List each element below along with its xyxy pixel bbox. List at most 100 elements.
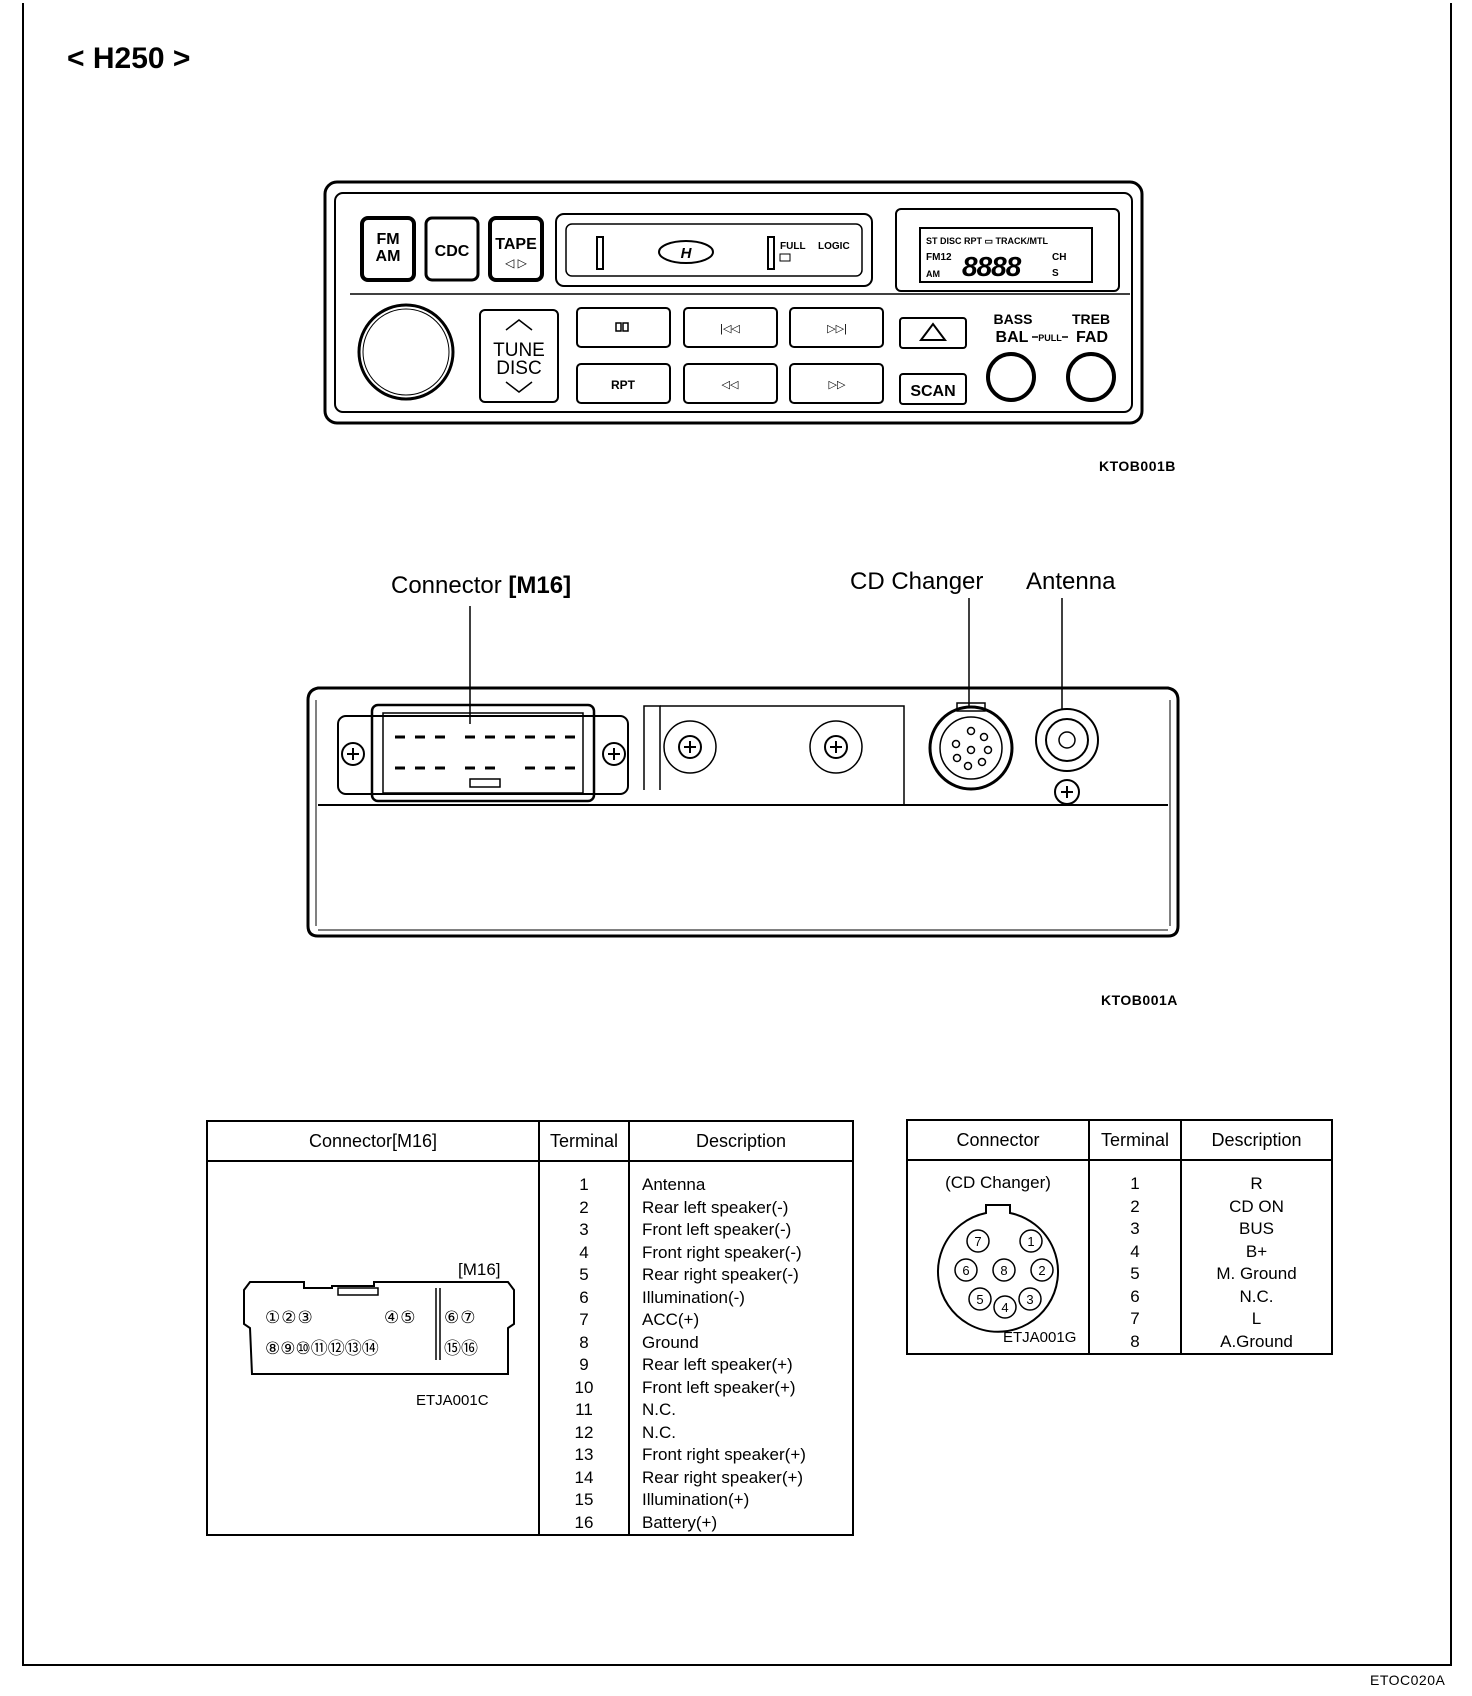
m16-terminal-description: Front left speaker(+): [642, 1377, 796, 1397]
tune-down-icon: [505, 381, 533, 393]
front-figure-code: KTOB001B: [1099, 458, 1176, 474]
treb-label: TREB: [1072, 311, 1110, 327]
m16-terminal-description: Front right speaker(-): [642, 1242, 802, 1262]
cd-col-description: Description: [1180, 1119, 1333, 1161]
cd-terminal-number: 1: [1130, 1174, 1140, 1193]
antenna-jack: [1035, 708, 1099, 772]
lcd-screen: [919, 227, 1093, 283]
tape-label: TAPE: [495, 236, 537, 253]
ground-screw-icon: [1054, 779, 1080, 805]
cd-terminal-description: M. Ground: [1216, 1264, 1297, 1283]
cd-terminal-description: CD ON: [1229, 1196, 1284, 1216]
m16-terminal-number: 2: [579, 1197, 589, 1217]
fast-forward-button: [789, 363, 884, 404]
m16-pins-1-3: ①②③: [265, 1308, 314, 1327]
prev-track-button: [683, 307, 778, 348]
m16-pins-4-5: ④⑤: [384, 1308, 417, 1327]
rewind-button: [683, 363, 778, 404]
cd-terminal-number: 5: [1130, 1264, 1140, 1283]
logic-label: LOGIC: [818, 241, 850, 252]
fm-label: FM: [376, 231, 399, 248]
cd-terminal-number: 6: [1130, 1286, 1140, 1306]
lcd-fm12: FM12: [926, 252, 952, 263]
lcd-top-row: ST DISC RPT ▭ TRACK/MTL: [926, 236, 1048, 246]
cd-changer-terminal-table: Connector Terminal Description (CD Chang…: [906, 1119, 1333, 1355]
m16-terminal-number: 9: [579, 1355, 589, 1374]
m16-terminal-number: 1: [579, 1175, 589, 1194]
am-label: AM: [376, 248, 401, 265]
bass-bal-knob: [986, 352, 1036, 402]
m16-terminal-description: Battery(+): [642, 1512, 718, 1532]
svg-text:3: 3: [1026, 1292, 1033, 1307]
m16-face-diagram: [243, 1281, 515, 1375]
rpt-button: [576, 363, 671, 404]
bass-label: BASS: [994, 311, 1033, 327]
fm-am-button-frame: [360, 216, 416, 282]
cd-terminal-number: 4: [1130, 1241, 1140, 1261]
cd-diagram-label: (CD Changer): [945, 1173, 1051, 1192]
rewind-icon: ◁◁: [722, 379, 739, 391]
m16-col-terminal: Terminal: [538, 1120, 630, 1162]
brand-logo-icon: [658, 240, 714, 264]
m16-terminal-number: 5: [579, 1265, 589, 1284]
lcd-ch: CH: [1052, 252, 1066, 263]
prev-track-icon: |◁◁: [720, 323, 740, 335]
svg-text:8: 8: [1000, 1263, 1007, 1278]
m16-terminal-description: Illumination(-): [642, 1287, 745, 1307]
cd-figure-code: ETJA001G: [1003, 1329, 1077, 1346]
rear-chassis: [306, 686, 1180, 938]
cdc-label: CDC: [435, 243, 470, 260]
tune-up-icon: [505, 319, 533, 331]
cd-terminal-description: BUS: [1239, 1219, 1274, 1238]
cd-col-connector: Connector: [906, 1119, 1090, 1161]
m16-terminal-description: Front right speaker(+): [642, 1445, 806, 1464]
m16-terminal-description: Rear left speaker(-): [642, 1197, 789, 1217]
screw-right-icon: [602, 742, 626, 766]
m16-terminal-number: 14: [574, 1467, 594, 1487]
volume-knob: [357, 303, 455, 401]
tape-arrows: ◁ ▷: [505, 256, 528, 270]
m16-terminal-description: Front left speaker(-): [642, 1220, 792, 1239]
m16-pins-8-14: ⑧⑨⑩⑪⑫⑬⑭: [265, 1339, 379, 1358]
page-frame: [22, 3, 1452, 1666]
rear-figure-code: KTOB001A: [1101, 992, 1178, 1008]
m16-connector: [370, 703, 596, 803]
m16-diagram-label: [M16]: [458, 1260, 501, 1279]
m16-terminal-number: 7: [579, 1310, 589, 1329]
tune-label: TUNE: [493, 340, 545, 361]
tune-disc-rocker: [479, 309, 559, 403]
fast-forward-icon: ▷▷: [829, 379, 846, 391]
svg-text:7: 7: [974, 1234, 981, 1249]
eject-icon: [919, 322, 947, 341]
scan-button: [899, 373, 967, 405]
fad-label: FAD: [1076, 329, 1108, 346]
svg-text:1: 1: [1027, 1234, 1034, 1249]
next-track-icon: ▷▷|: [827, 323, 847, 335]
front-inner-bezel: [334, 192, 1133, 413]
svg-text:4: 4: [1001, 1300, 1008, 1315]
m16-col-description: Description: [628, 1120, 854, 1162]
m16-col-connector: Connector[M16]: [206, 1120, 540, 1162]
m16-terminal-description: Rear right speaker(-): [642, 1265, 799, 1284]
treb-fad-knob: [1066, 352, 1116, 402]
cd-terminal-description: B+: [1245, 1241, 1268, 1261]
m16-terminal-number: 15: [574, 1490, 594, 1509]
screw-left-icon: [341, 742, 365, 766]
cd-terminal-number: 8: [1130, 1331, 1140, 1351]
m16-terminal-table: Connector[M16] Terminal Description [M16…: [206, 1120, 854, 1536]
page-code: ETOC020A: [1370, 1672, 1446, 1688]
pull-label: PULL: [1038, 333, 1062, 343]
rpt-label: RPT: [611, 378, 636, 392]
cd-connector-cell: (CD Changer) 1 2 3 4 5 6 7 8 ETJA001G: [906, 1159, 1090, 1355]
tape-window: [555, 213, 873, 287]
model-title: < H250 >: [67, 42, 191, 75]
cd-din-face-diagram: 1 2 3 4 5 6 7 8: [937, 1204, 1059, 1333]
m16-terminal-description: Ground: [642, 1332, 699, 1352]
cd-terminal-description: R: [1250, 1174, 1263, 1193]
cd-terminal-description: L: [1251, 1309, 1262, 1328]
m16-pins-15-16: ⑮⑯: [444, 1339, 478, 1358]
m16-terminal-number: 12: [574, 1422, 594, 1442]
